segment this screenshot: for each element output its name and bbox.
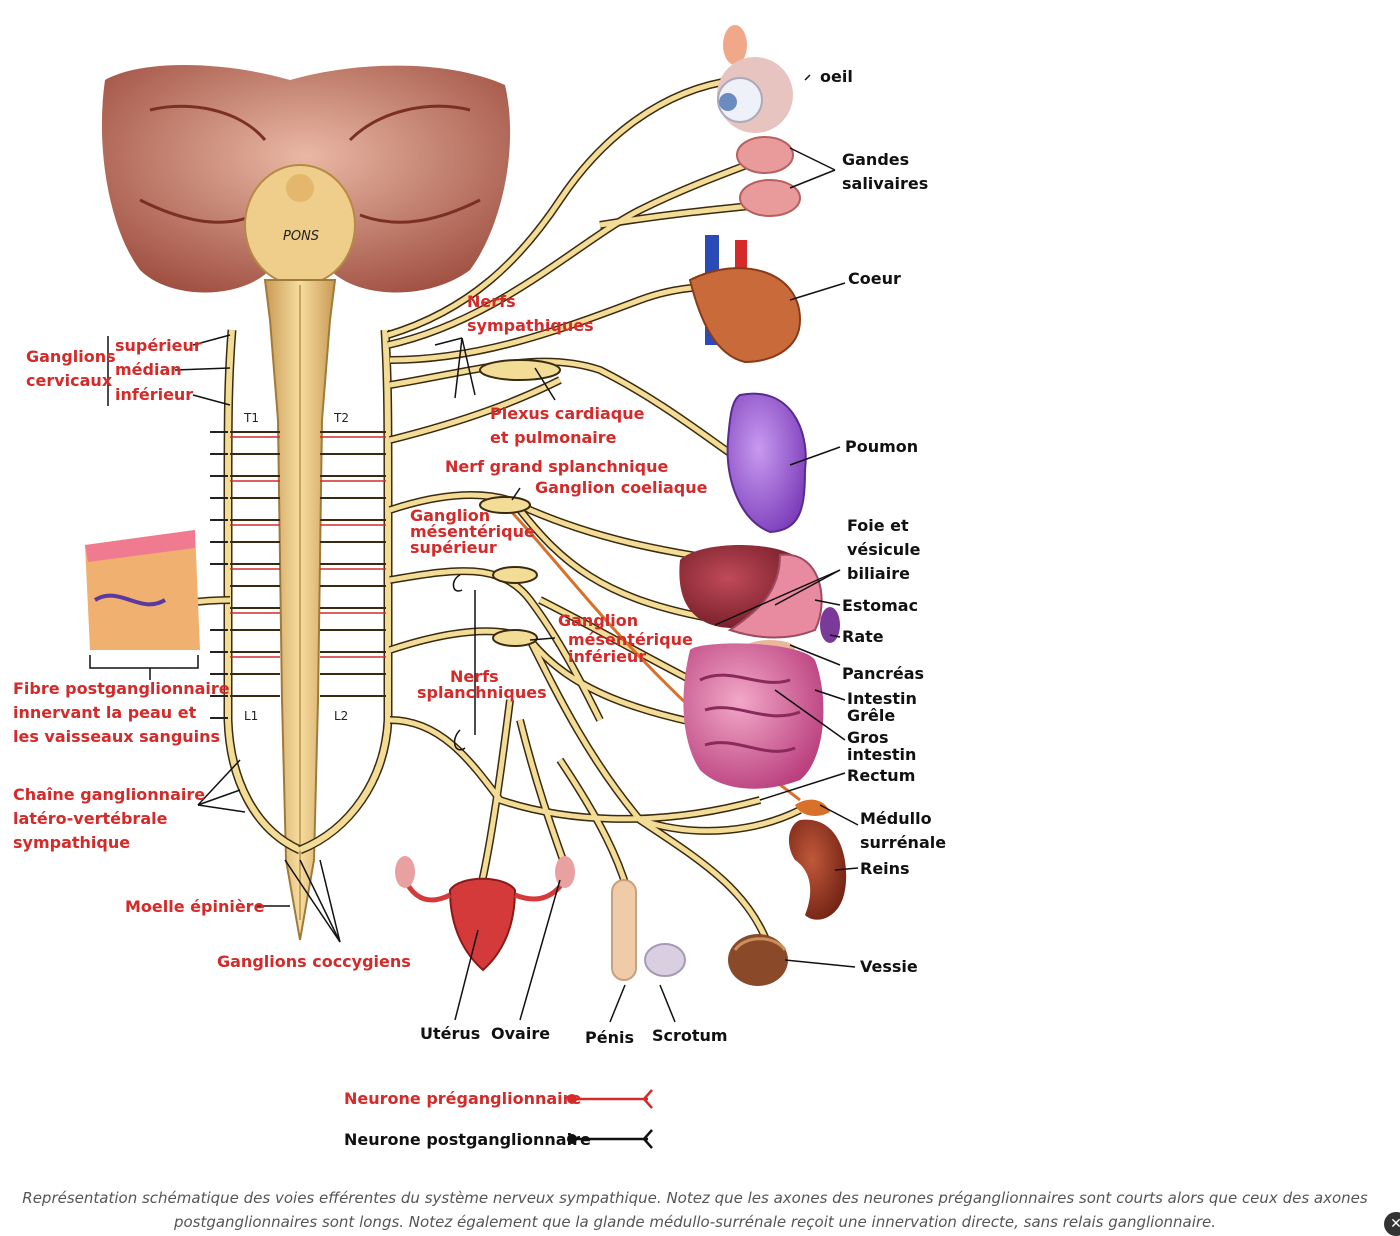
label-fibre-1: Fibre postganglionnaire bbox=[13, 679, 230, 698]
leader-lines bbox=[89, 74, 859, 1023]
label-oeil: oeil bbox=[820, 67, 853, 86]
bladder-illustration bbox=[728, 934, 788, 986]
label-nerfs-sympathiques-2: sympathiques bbox=[467, 316, 594, 335]
label-penis: Pénis bbox=[585, 1028, 634, 1047]
label-chaine-3: sympathique bbox=[13, 833, 130, 852]
label-grand-splanchnique: Nerf grand splanchnique bbox=[445, 457, 668, 476]
label-plexus-1: Plexus cardiaque bbox=[490, 404, 645, 423]
label-foie-1: Foie et bbox=[847, 516, 909, 535]
label-uterus: Utérus bbox=[420, 1024, 480, 1043]
uterus-ovary-illustration bbox=[395, 856, 575, 972]
label-ovaire: Ovaire bbox=[491, 1024, 550, 1043]
label-scrotum: Scrotum bbox=[652, 1026, 728, 1045]
legend-postganglionic-label: Neurone postganglionnaire bbox=[344, 1130, 591, 1149]
label-foie-2: vésicule bbox=[847, 540, 921, 559]
pons-label: PONS bbox=[283, 229, 319, 244]
figure-caption: Représentation schématique des voies eff… bbox=[22, 1189, 1368, 1231]
label-ganglions: Ganglions bbox=[26, 347, 116, 366]
label-gms-1: Ganglion bbox=[410, 506, 490, 525]
label-poumon: Poumon bbox=[845, 437, 918, 456]
label-gros-1: Gros bbox=[847, 728, 889, 747]
legend-preganglionic-label: Neurone préganglionnaire bbox=[344, 1089, 582, 1108]
label-gros-2: intestin bbox=[847, 745, 916, 764]
brain-illustration bbox=[101, 65, 511, 293]
label-nerfs-sympathiques-1: Nerfs bbox=[467, 292, 516, 311]
label-moelle: Moelle épinière bbox=[125, 897, 265, 916]
label-medullo-2: surrénale bbox=[860, 833, 946, 852]
label-vessie: Vessie bbox=[860, 957, 918, 976]
label-foie-3: biliaire bbox=[847, 564, 910, 583]
label-reins: Reins bbox=[860, 859, 910, 878]
label-estomac: Estomac bbox=[842, 596, 918, 615]
label-intestin-2: Grêle bbox=[847, 706, 895, 725]
close-icon[interactable]: ✕ bbox=[1384, 1212, 1400, 1236]
label-gmi-2: mésentérique bbox=[568, 630, 693, 649]
label-cervicaux: cervicaux bbox=[26, 371, 113, 390]
label-rate: Rate bbox=[842, 627, 884, 646]
label-inferieur: inférieur bbox=[115, 385, 193, 404]
label-plexus-2: et pulmonaire bbox=[490, 428, 617, 447]
label-rectum: Rectum bbox=[847, 766, 915, 785]
intestine-illustration bbox=[683, 643, 824, 789]
t2-label: T2 bbox=[333, 411, 349, 425]
label-gmi-1: Ganglion bbox=[558, 611, 638, 630]
label-nerfs-splanchniques-1: Nerfs bbox=[450, 667, 499, 686]
label-coeur: Coeur bbox=[848, 269, 901, 288]
salivary-glands-illustration bbox=[736, 136, 801, 217]
eye-illustration bbox=[717, 25, 793, 133]
label-intestin-1: Intestin bbox=[847, 689, 917, 708]
label-chaine-1: Chaîne ganglionnaire bbox=[13, 785, 205, 804]
penis-scrotum-illustration bbox=[611, 879, 686, 981]
lung-illustration bbox=[726, 392, 807, 534]
l1-label: L1 bbox=[244, 709, 258, 723]
label-nerfs-splanchniques-2: splanchniques bbox=[417, 683, 547, 702]
label-chaine-2: latéro-vertébrale bbox=[13, 809, 168, 828]
label-gms-3: supérieur bbox=[410, 538, 497, 557]
label-medullo-1: Médullo bbox=[860, 809, 932, 828]
label-gmi-3: inférieur bbox=[568, 647, 646, 666]
heart-illustration bbox=[688, 235, 802, 364]
label-gandes-2: salivaires bbox=[842, 174, 928, 193]
prevertebral-ganglia bbox=[479, 359, 561, 647]
adrenal-kidney-illustration bbox=[788, 799, 847, 920]
label-superieur: supérieur bbox=[115, 336, 202, 355]
chain-rungs bbox=[210, 431, 386, 719]
legend: Neurone préganglionnaire Neurone postgan… bbox=[344, 1089, 653, 1149]
label-gandes-1: Gandes bbox=[842, 150, 909, 169]
label-fibre-2: innervant la peau et bbox=[13, 703, 197, 722]
label-coeliaque: Ganglion coeliaque bbox=[535, 478, 708, 497]
label-median: médian bbox=[115, 360, 182, 379]
label-fibre-3: les vaisseaux sanguins bbox=[13, 727, 220, 746]
l2-label: L2 bbox=[334, 709, 348, 723]
label-coccygiens: Ganglions coccygiens bbox=[217, 952, 411, 971]
label-pancreas: Pancréas bbox=[842, 664, 924, 683]
label-gms-2: mésentérique bbox=[410, 522, 535, 541]
t1-label: T1 bbox=[243, 411, 259, 425]
skin-section-illustration bbox=[85, 530, 200, 650]
